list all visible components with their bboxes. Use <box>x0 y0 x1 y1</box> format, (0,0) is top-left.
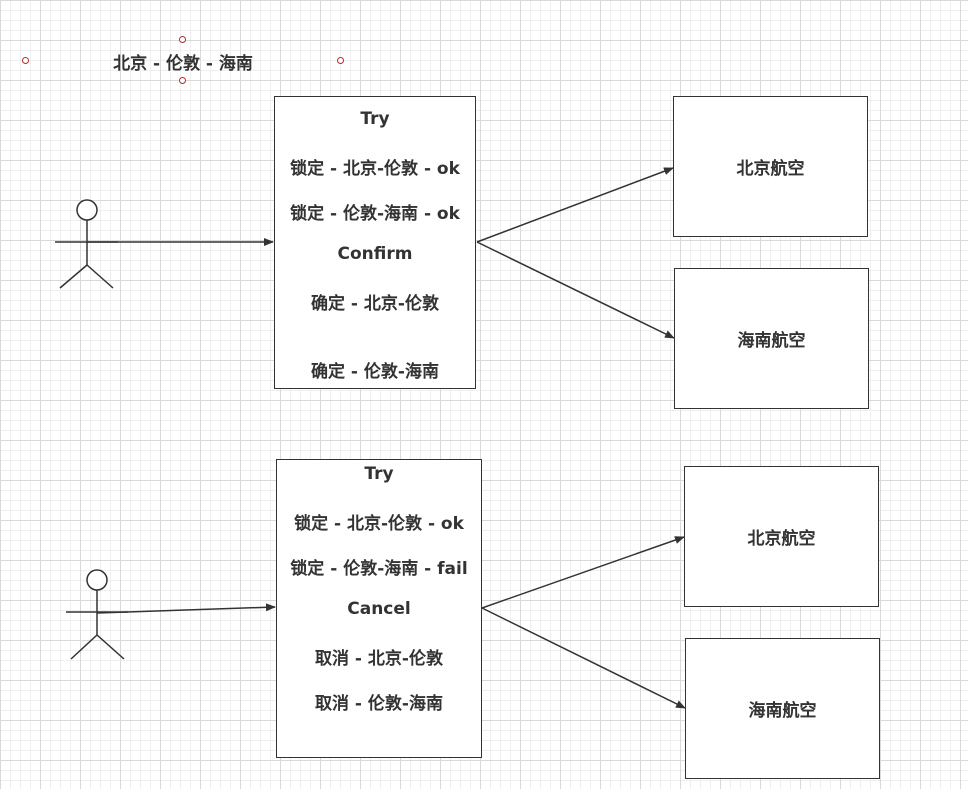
arrow-transaction1-to-airline-hainan[interactable] <box>476 241 675 339</box>
lock-step-label: 锁定 - 伦敦-海南 - ok <box>290 204 460 224</box>
confirm-step-label: 确定 - 伦敦-海南 <box>311 362 439 382</box>
cancel-step-label: 取消 - 伦敦-海南 <box>315 694 443 714</box>
phase-cancel-label: Cancel <box>347 599 411 619</box>
phase-try-label: Try <box>364 464 394 484</box>
airline-box-hainan[interactable]: 海南航空 <box>674 268 869 409</box>
airline-label: 北京航空 <box>747 529 816 549</box>
resize-handle-bottom[interactable] <box>179 77 186 84</box>
resize-handle-right[interactable] <box>337 57 344 64</box>
actor-user-1[interactable] <box>55 199 118 289</box>
route-title-label[interactable]: 北京 - 伦敦 - 海南 <box>113 54 253 74</box>
arrow-transaction2-to-airline-beijing[interactable] <box>481 536 685 609</box>
arrow-transaction2-to-airline-hainan[interactable] <box>481 607 686 709</box>
resize-handle-top[interactable] <box>179 36 186 43</box>
phase-try-label: Try <box>360 109 390 129</box>
confirm-step-label: 确定 - 北京-伦敦 <box>311 294 439 314</box>
cancel-step-label: 取消 - 北京-伦敦 <box>315 649 443 669</box>
airline-label: 海南航空 <box>737 331 806 351</box>
airline-box-beijing[interactable]: 北京航空 <box>673 96 868 237</box>
lock-step-label: 锁定 - 北京-伦敦 - ok <box>290 159 460 179</box>
lock-step-label: 锁定 - 北京-伦敦 - ok <box>294 514 464 534</box>
transaction-box-cancel[interactable]: Try 锁定 - 北京-伦敦 - ok 锁定 - 伦敦-海南 - fail Ca… <box>276 459 482 758</box>
lock-step-label: 锁定 - 伦敦-海南 - fail <box>290 559 468 579</box>
airline-box-beijing[interactable]: 北京航空 <box>684 466 879 607</box>
transaction-box-confirm[interactable]: Try 锁定 - 北京-伦敦 - ok 锁定 - 伦敦-海南 - ok Conf… <box>274 96 476 389</box>
airline-label: 北京航空 <box>736 159 805 179</box>
airline-label: 海南航空 <box>748 701 817 721</box>
arrow-user2-to-transaction[interactable] <box>96 603 276 614</box>
resize-handle-left[interactable] <box>22 57 29 64</box>
actor-user-2[interactable] <box>66 569 128 660</box>
airline-box-hainan[interactable]: 海南航空 <box>685 638 880 779</box>
phase-confirm-label: Confirm <box>337 244 413 264</box>
arrow-transaction1-to-airline-beijing[interactable] <box>476 167 674 243</box>
